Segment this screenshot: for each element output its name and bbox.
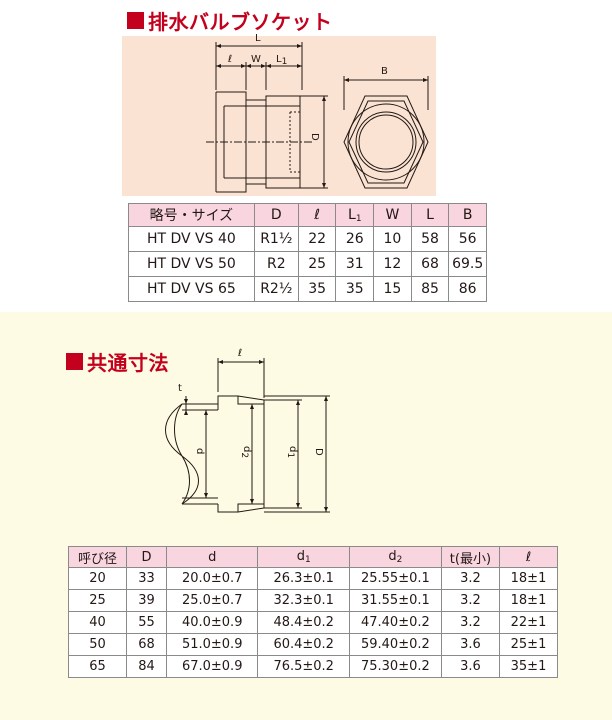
dim-label-l: ℓ — [238, 348, 243, 359]
cell-name: HT DV VS 65 — [128, 276, 255, 302]
socket-size-table: 略号・サイズ D ℓ L1 W L B HT DV VS 40 R1½ 22 2… — [128, 203, 487, 302]
cell-d2: 31.55±0.1 — [348, 589, 442, 612]
dim-label-D: D — [309, 133, 320, 141]
col-header-B: B — [448, 203, 487, 227]
cell-d2: 75.30±0.2 — [348, 655, 442, 678]
cell-nominal: 50 — [67, 633, 128, 656]
title-square-icon — [127, 12, 144, 29]
cell-W: 10 — [373, 226, 412, 252]
col-header-l: ℓ — [499, 546, 558, 568]
col-header-t: t(最小) — [440, 546, 501, 568]
table-header-row: 略号・サイズ D ℓ L1 W L B — [128, 203, 487, 227]
cell-t: 3.6 — [440, 655, 501, 678]
table-header-row: 呼び径 D d d1 d2 t(最小) ℓ — [67, 546, 558, 568]
dim-label-t: t — [178, 383, 182, 394]
cell-t: 3.6 — [440, 633, 501, 656]
cell-d: 67.0±0.9 — [165, 655, 259, 678]
cell-D: 68 — [126, 633, 167, 656]
cell-L: 85 — [410, 276, 450, 302]
col-header-W: W — [373, 203, 412, 227]
cell-l: 35 — [297, 276, 337, 302]
cell-B: 86 — [448, 276, 487, 302]
cell-d: 51.0±0.9 — [165, 633, 259, 656]
section1-title: 排水バルブソケット — [127, 6, 333, 35]
cell-W: 15 — [373, 276, 412, 302]
cell-L1: 26 — [335, 226, 375, 252]
dim-label-d2: d2 — [239, 446, 252, 459]
cell-D: 33 — [126, 567, 167, 590]
cell-nominal: 65 — [67, 655, 128, 678]
cell-d2: 25.55±0.1 — [348, 567, 442, 590]
cell-B: 56 — [448, 226, 487, 252]
cell-D: 39 — [126, 589, 167, 612]
col-header-d1: d1 — [257, 546, 350, 568]
cell-L1: 35 — [335, 276, 375, 302]
col-header-nominal: 呼び径 — [67, 546, 128, 568]
cell-l: 25±1 — [499, 633, 558, 656]
col-header-L: L — [410, 203, 450, 227]
col-header-d2: d2 — [348, 546, 442, 568]
title-square-icon — [66, 353, 83, 370]
col-header-D: D — [126, 546, 167, 568]
table-row: HT DV VS 50 R2 25 31 12 68 69.5 — [128, 251, 487, 277]
cell-nominal: 25 — [67, 589, 128, 612]
cell-D: R2½ — [253, 276, 299, 302]
cell-l: 18±1 — [499, 589, 558, 612]
cell-t: 3.2 — [440, 611, 501, 634]
cell-D: R2 — [253, 251, 299, 277]
dim-label-l: ℓ — [228, 54, 233, 65]
col-header-L1: L1 — [335, 203, 375, 227]
cell-d1: 48.4±0.2 — [257, 611, 350, 634]
dim-label-L1: L1 — [276, 54, 288, 67]
socket-end-view-drawing — [343, 76, 429, 189]
col-header-D: D — [253, 203, 299, 227]
col-header-name: 略号・サイズ — [128, 203, 255, 227]
cell-W: 12 — [373, 251, 412, 277]
dim-label-D: D — [313, 448, 324, 456]
cell-D: 84 — [126, 655, 167, 678]
dim-label-d: d — [194, 448, 205, 455]
col-header-d: d — [165, 546, 259, 568]
table-row: HT DV VS 40 R1½ 22 26 10 58 56 — [128, 226, 487, 252]
dim-label-d1: d1 — [285, 446, 298, 459]
table-row: HT DV VS 65 R2½ 35 35 15 85 86 — [128, 276, 487, 302]
cell-L1: 31 — [335, 251, 375, 277]
dim-label-L: L — [255, 33, 261, 44]
cell-nominal: 20 — [67, 567, 128, 590]
cell-l: 35±1 — [499, 655, 558, 678]
cell-d1: 60.4±0.2 — [257, 633, 350, 656]
cell-d2: 59.40±0.2 — [348, 633, 442, 656]
cell-l: 22±1 — [499, 611, 558, 634]
socket-side-view-drawing — [206, 42, 328, 193]
cell-t: 3.2 — [440, 589, 501, 612]
cell-d: 40.0±0.9 — [165, 611, 259, 634]
dim-label-W: W — [251, 54, 261, 65]
cell-d1: 76.5±0.2 — [257, 655, 350, 678]
cell-d1: 32.3±0.1 — [257, 589, 350, 612]
section2-title: 共通寸法 — [66, 347, 169, 376]
cell-l: 18±1 — [499, 567, 558, 590]
cell-t: 3.2 — [440, 567, 501, 590]
cell-d2: 47.40±0.2 — [348, 611, 442, 634]
cell-d1: 26.3±0.1 — [257, 567, 350, 590]
cell-D: 55 — [126, 611, 167, 634]
cell-d: 25.0±0.7 — [165, 589, 259, 612]
dim-label-B: B — [381, 66, 388, 77]
cell-nominal: 40 — [67, 611, 128, 634]
cell-d: 20.0±0.7 — [165, 567, 259, 590]
cell-D: R1½ — [253, 226, 299, 252]
